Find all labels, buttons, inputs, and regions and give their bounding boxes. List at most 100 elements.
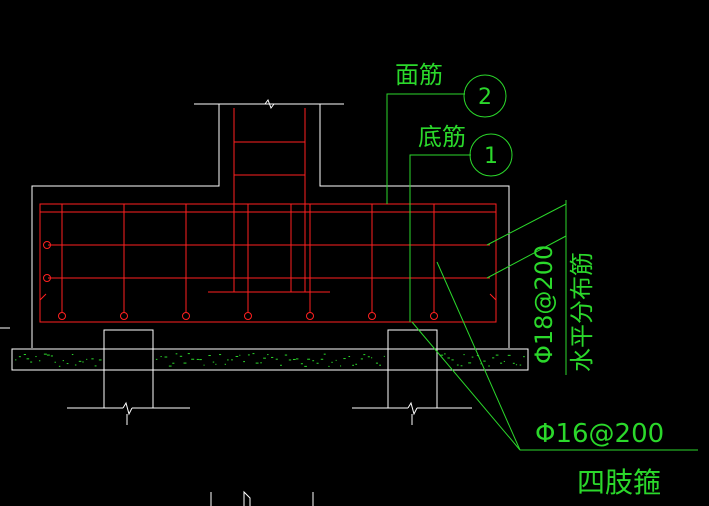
hatch-dot [199, 359, 202, 361]
hatch-dot [74, 364, 77, 366]
hatch-dot [460, 365, 463, 367]
hatch-dot [379, 364, 382, 366]
hatch-dot [355, 363, 358, 365]
hatch-dot [196, 358, 199, 360]
hatch-dot [367, 356, 370, 358]
hatch-dot [292, 358, 296, 360]
hatch-dot [440, 354, 444, 356]
rebar-group [39, 108, 497, 323]
hatch-dot [271, 356, 274, 358]
hatch-dot [492, 357, 495, 359]
hatch-dot [98, 359, 102, 361]
hatch-dot [488, 365, 490, 367]
hatch-dot [179, 355, 183, 357]
hatch-dot [348, 356, 351, 358]
callout-number-1: 1 [484, 144, 498, 169]
hatch-dot [94, 365, 97, 367]
stirrup-legs [61, 204, 435, 312]
hatch-dot [323, 353, 326, 355]
hatch-dot [231, 359, 233, 361]
bar-section [120, 312, 128, 320]
horizontal-bar-desc: 水平分布筋 [568, 252, 596, 372]
hatch-dot [66, 363, 69, 365]
bar-section [244, 312, 252, 320]
hatch-dot [275, 358, 278, 360]
concrete-outline [0, 98, 529, 506]
hatch-dot [224, 363, 226, 365]
hatch-dot [480, 363, 482, 365]
slab-hatch [15, 353, 525, 367]
hatch-dot [500, 362, 503, 364]
hatch-dot [155, 358, 158, 360]
bottom-rebar-label: 底筋 [418, 123, 466, 151]
hatch-dot [255, 362, 259, 364]
hatch-dot [284, 354, 288, 356]
hatch-dot [519, 364, 522, 366]
hatch-dot [203, 364, 205, 366]
hatch-dot [46, 354, 50, 356]
hatch-dot [495, 354, 499, 356]
hatch-dot [208, 355, 211, 357]
hatch-dot [352, 364, 354, 366]
hatch-dot [267, 354, 269, 356]
hatch-dot [26, 358, 30, 360]
hatch-dot [456, 364, 459, 366]
hatch-dot [363, 354, 366, 356]
hatch-dot [300, 363, 303, 365]
hatch-dot [78, 360, 82, 362]
hatch-dot [280, 364, 282, 366]
hatch-dot [331, 361, 333, 363]
hatch-dot [340, 365, 342, 367]
hatch-dot [30, 361, 33, 363]
hatch-dot [212, 361, 215, 363]
hatch-dot [54, 361, 56, 363]
hatch-dot [247, 354, 250, 356]
hatch-dot [444, 353, 446, 355]
stirrup-desc: 四肢箍 [577, 466, 661, 499]
hatch-dot [243, 361, 245, 363]
hatch-dot [468, 362, 472, 364]
hatch-dot [260, 362, 262, 364]
callout-number-2: 2 [478, 85, 492, 110]
bar-section [43, 241, 51, 249]
hatch-dot [512, 362, 515, 364]
hatch-dot [515, 364, 518, 366]
hatch-dot [263, 357, 266, 359]
slab-outline [11, 348, 529, 371]
hatch-dot [503, 360, 505, 362]
hatch-dot [471, 356, 474, 358]
bar-section [182, 312, 190, 320]
hatch-dot [371, 357, 373, 359]
stirrup-spec: Φ16@200 [535, 419, 664, 449]
hatch-dot [288, 359, 292, 361]
hatch-dot [38, 360, 41, 362]
hatch-dot [58, 365, 61, 367]
bar-section [430, 312, 438, 320]
hatch-dot [447, 357, 450, 359]
hatch-dot [307, 358, 311, 360]
hatch-dot [187, 353, 190, 355]
bar-section [58, 312, 66, 320]
hatch-dot [523, 356, 525, 358]
top-rebar-label: 面筋 [395, 61, 443, 89]
hatch-dot [168, 365, 172, 367]
hatch-dot [160, 356, 162, 358]
hatch-dot [215, 363, 217, 365]
hatch-dot [62, 360, 64, 362]
hatch-dot [172, 362, 175, 364]
pile-left [103, 329, 154, 408]
hatch-dot [316, 362, 319, 364]
leader-lines [386, 74, 698, 451]
hatch-dot [183, 362, 187, 364]
horizontal-bar-spec: Φ18@200 [530, 245, 558, 364]
hatch-dot [360, 358, 363, 360]
hatch-dot [50, 355, 53, 357]
hatch-dot [483, 360, 486, 362]
hatch-dot [18, 356, 21, 358]
hatch-dot [219, 354, 222, 356]
hatch-dot [463, 354, 465, 356]
hatch-dot [295, 358, 299, 360]
hatch-dot [335, 359, 337, 361]
hatch-dot [328, 365, 330, 367]
